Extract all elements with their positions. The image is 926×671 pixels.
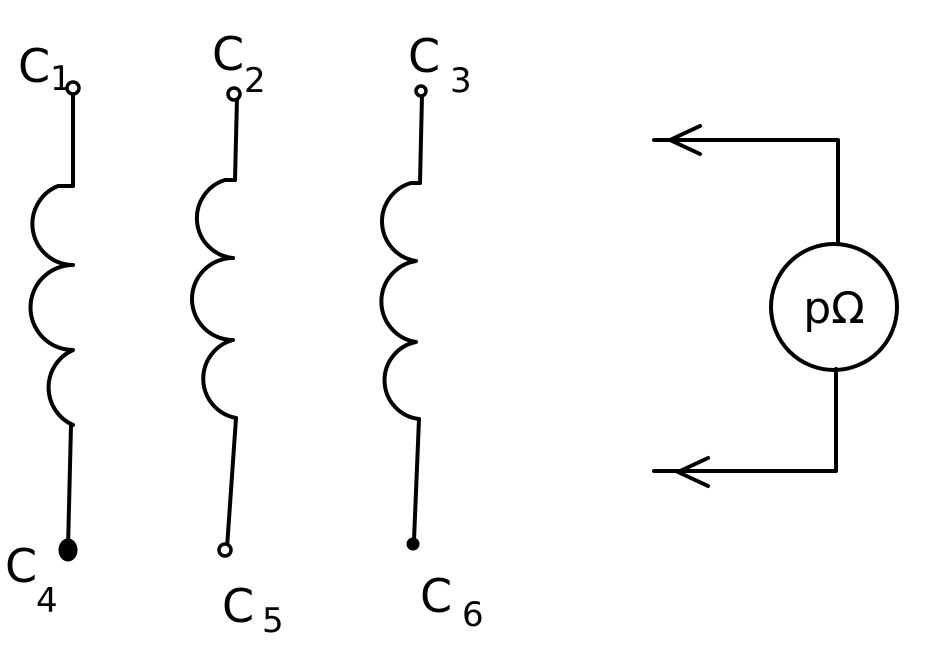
winding-2-top-lead (233, 96, 239, 182)
label-c1-letter: C (18, 39, 50, 93)
winding-3: C 3 C 6 (379, 29, 484, 635)
winding-1-coil (28, 184, 75, 427)
label-c6-letter: C (420, 569, 452, 623)
label-c5-index: 5 (262, 601, 284, 641)
terminal-c5 (217, 542, 233, 558)
label-c3-letter: C (408, 29, 440, 83)
winding-3-top-lead (418, 93, 424, 185)
terminal-c3 (414, 84, 428, 98)
label-c4-letter: C (5, 539, 37, 593)
arrow-left-icon (676, 456, 710, 488)
winding-2-coil (190, 178, 238, 420)
ohmmeter-icon (769, 242, 899, 372)
label-c1-index: 1 (50, 59, 72, 99)
terminal-c6 (406, 537, 420, 551)
ohmmeter: pΩ (652, 124, 899, 488)
terminal-c2 (226, 86, 242, 102)
winding-2: C 2 C 5 (190, 27, 284, 641)
meter-bottom-lead (652, 367, 838, 473)
winding-3-bottom-lead (412, 417, 421, 542)
label-c2-letter: C (212, 27, 244, 81)
winding-2-bottom-lead (225, 416, 238, 550)
winding-1-bottom-lead (66, 423, 73, 550)
arrow-left-icon (668, 124, 702, 156)
label-c6-index: 6 (462, 595, 484, 635)
meter-top-lead (652, 138, 840, 246)
terminal-c1 (65, 80, 81, 96)
meter-label: pΩ (803, 283, 865, 334)
winding-1: C 1 C 4 (5, 39, 81, 621)
label-c3-index: 3 (450, 61, 472, 101)
winding-3-coil (379, 181, 422, 421)
label-c2-index: 2 (244, 61, 266, 101)
label-c5-letter: C (222, 579, 254, 633)
terminal-c4 (58, 538, 78, 562)
label-c4-index: 4 (36, 581, 58, 621)
